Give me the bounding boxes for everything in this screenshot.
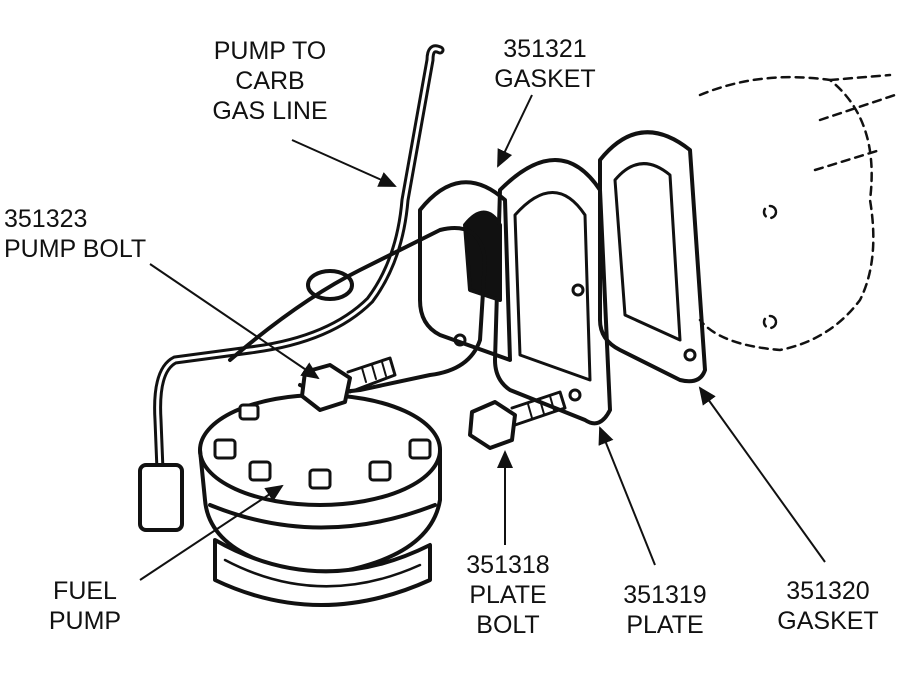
leader-pump-bolt — [149, 263, 320, 380]
label-line: PLATE — [469, 581, 547, 609]
label-line: PLATE — [626, 611, 704, 639]
leader-fuel-pump — [139, 484, 284, 581]
label-line: 351319 — [623, 581, 707, 609]
gasket-351320 — [598, 130, 707, 384]
label-line: GASKET — [777, 607, 879, 635]
label-line: PUMP BOLT — [4, 235, 147, 263]
label-plate-351319: 351319 PLATE — [605, 580, 725, 640]
label-gasket-351320: 351320 GASKET — [763, 576, 893, 636]
label-line: 351323 — [4, 205, 88, 233]
label-gas-line: PUMP TO CARB GAS LINE — [195, 36, 345, 126]
label-line: BOLT — [476, 611, 540, 639]
label-plate-bolt: 351318 PLATE BOLT — [448, 550, 568, 640]
label-fuel-pump: FUEL PUMP — [30, 576, 140, 636]
leader-gasket-351320 — [698, 386, 826, 563]
plate-351319 — [493, 158, 612, 426]
label-line: GAS LINE — [212, 97, 328, 125]
leader-gasket-351321 — [497, 94, 533, 168]
gasket-351321 — [418, 180, 512, 362]
label-line: 351320 — [786, 577, 870, 605]
label-line: GASKET — [494, 65, 596, 93]
plate-bolt-351318 — [468, 390, 567, 450]
label-gasket-351321: 351321 GASKET — [475, 34, 615, 94]
label-line: 351318 — [466, 551, 550, 579]
label-line: PUMP TO — [213, 37, 327, 65]
leader-gas-line — [291, 139, 397, 187]
label-line: FUEL — [53, 577, 117, 605]
label-line: 351321 — [503, 35, 587, 63]
label-pump-bolt: 351323 PUMP BOLT — [4, 204, 146, 264]
leader-plate — [598, 426, 656, 566]
label-line: CARB — [235, 67, 305, 95]
label-line: PUMP — [48, 607, 122, 635]
engine-block-outline — [698, 73, 897, 352]
fuel-pump-body — [198, 393, 442, 607]
